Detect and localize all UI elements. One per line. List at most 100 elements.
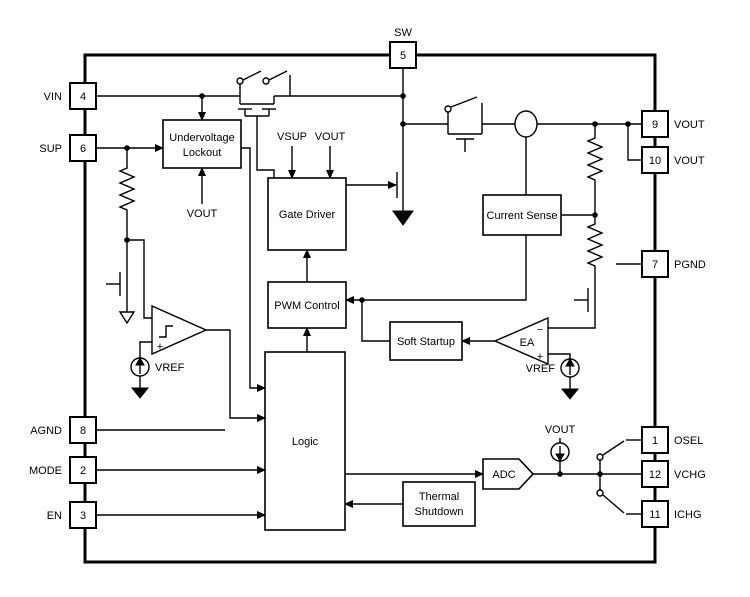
pin-sup: SUP 6 [39, 134, 97, 162]
switch-pivot-icon [236, 77, 244, 85]
pin-en: EN 3 [47, 501, 97, 529]
comparator-plus-sign: + [157, 341, 163, 353]
block-logic: Logic [264, 351, 346, 531]
thermal-label-line2: Shutdown [415, 506, 464, 518]
pin-vout9-number: 9 [652, 119, 658, 131]
power-nmos [392, 124, 414, 226]
up-arrow-icon [565, 357, 575, 367]
block-current-sense: Current Sense [482, 194, 562, 236]
up-arrow-icon [135, 356, 145, 366]
pin-vout10-box [641, 146, 669, 174]
down-arrow-icon [118, 311, 136, 325]
vsup-label: VSUP [277, 131, 307, 143]
pin-vout-9: 9 VOUT [641, 110, 705, 138]
logic-label: Logic [292, 436, 319, 448]
block-soft-startup: Soft Startup [389, 321, 463, 361]
pin-vout10-number: 10 [649, 155, 661, 167]
vref-current-source-right: VREF [526, 357, 580, 400]
switch-pivot-icon [596, 489, 604, 497]
pin-pgnd: 7 PGND [641, 250, 706, 278]
pin-en-box [69, 501, 97, 529]
hysteresis-comparator: + [151, 304, 208, 356]
hysteresis-icon [159, 325, 173, 338]
pin-ichg-number: 11 [649, 509, 660, 521]
pin-vout-10: 10 VOUT [641, 146, 705, 174]
pin-mode: MODE 2 [29, 456, 97, 484]
pin-sup-label: SUP [39, 143, 62, 155]
pin-vchg: 12 VCHG [641, 460, 706, 488]
block-gate-driver: Gate Driver [267, 177, 347, 251]
pin-ichg-label: ICHG [674, 509, 702, 521]
pin-vout10-label: VOUT [674, 155, 705, 167]
pin-pgnd-number: 7 [652, 259, 658, 271]
pin-sw: SW 5 [389, 27, 417, 69]
pin-en-label: EN [47, 510, 62, 522]
pin-sw-box [389, 41, 417, 69]
output-nmos [444, 96, 483, 152]
pin-vin: VIN 4 [44, 82, 97, 110]
error-amplifier: − + EA [493, 316, 549, 366]
ea-plus-sign: + [537, 351, 543, 363]
vref-label: VREF [526, 363, 556, 375]
switch-pivot-icon [444, 105, 452, 113]
output-select-switches [596, 439, 642, 515]
adc-label: ADC [492, 469, 515, 481]
left-nmos [106, 268, 136, 325]
pin-vin-number: 4 [80, 91, 86, 103]
ea-label: EA [520, 337, 535, 349]
vout-gate-driver-label: VOUT [315, 131, 346, 143]
pin-vchg-label: VCHG [674, 469, 706, 481]
pin-vin-box [69, 82, 97, 110]
wiring [96, 68, 642, 519]
pin-osel-box [641, 426, 669, 454]
pin-en-number: 3 [80, 510, 86, 522]
pin-sup-number: 6 [80, 143, 86, 155]
ground-icon [560, 388, 580, 400]
pin-sw-label: SW [394, 27, 412, 39]
gate-driver-label: Gate Driver [279, 209, 336, 221]
pin-mode-label: MODE [29, 465, 62, 477]
pin-ichg: 11 ICHG [641, 500, 702, 528]
soft-startup-label: Soft Startup [397, 336, 455, 348]
pin-agnd-label: AGND [30, 425, 62, 437]
pin-vchg-number: 12 [649, 469, 661, 481]
ea-minus-sign: − [537, 324, 543, 336]
pin-osel-number: 1 [652, 435, 658, 447]
current-sense-label: Current Sense [487, 210, 558, 222]
pin-agnd: AGND 8 [30, 416, 97, 444]
current-sense-element [514, 110, 538, 138]
uvlo-label-line1: Undervoltage [169, 132, 234, 144]
pin-agnd-box [69, 416, 97, 444]
pin-ichg-box [641, 500, 669, 528]
ground-icon [130, 387, 150, 399]
thermal-label-line1: Thermal [419, 491, 459, 503]
pin-pgnd-label: PGND [674, 259, 706, 271]
block-adc: ADC [482, 458, 535, 490]
vout-source-label: VOUT [545, 424, 576, 436]
down-arrow-icon [555, 453, 565, 463]
ground-icon [392, 210, 414, 226]
vout-current-source: VOUT [545, 424, 576, 474]
block-thermal-shutdown: Thermal Shutdown [402, 481, 476, 527]
pin-mode-number: 2 [80, 465, 86, 477]
pin-vout9-label: VOUT [674, 119, 705, 131]
pin-sw-number: 5 [400, 50, 406, 62]
vout-uvlo-label: VOUT [187, 208, 218, 220]
vref-current-source-left: VREF [130, 356, 185, 399]
pin-vchg-box [641, 460, 669, 488]
block-uvlo: Undervoltage Lockout [162, 119, 242, 169]
pin-mode-box [69, 456, 97, 484]
junction-dots [124, 93, 631, 477]
pin-sup-box [69, 134, 97, 162]
block-pwm-control: PWM Control [267, 281, 347, 329]
chip-outline [83, 53, 657, 564]
pin-agnd-number: 8 [80, 425, 86, 437]
pin-osel-label: OSEL [674, 435, 703, 447]
pin-osel: 1 OSEL [641, 426, 703, 454]
vref-label: VREF [155, 362, 185, 374]
pin-vin-label: VIN [44, 91, 62, 103]
input-bypass-switches [236, 70, 291, 96]
switch-pivot-icon [596, 453, 604, 461]
